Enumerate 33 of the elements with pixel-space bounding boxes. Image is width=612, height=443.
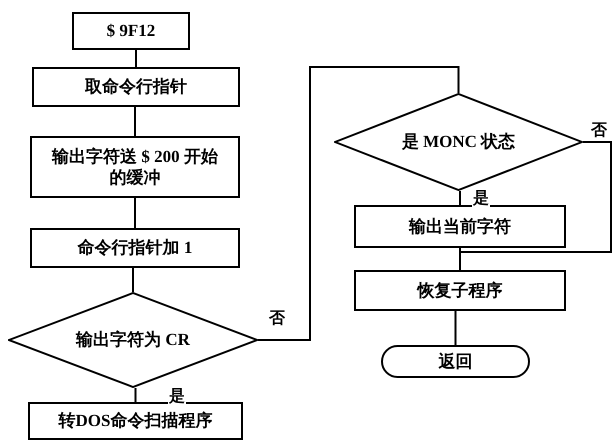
edge-label: 是 [472, 190, 490, 208]
edge-label: 是 [168, 388, 186, 406]
decision-diamond [8, 292, 258, 388]
node-label: 命令行指针加 1 [78, 237, 192, 259]
node-label: 返回 [438, 350, 472, 372]
edge-label: 否 [590, 122, 608, 140]
node-label: 转DOS命令扫描程序 [58, 410, 212, 432]
process-box [72, 12, 190, 50]
process-box [354, 205, 566, 248]
connector-line [134, 198, 136, 228]
process-box [30, 136, 240, 198]
node-label: 是 MONC 状态 [402, 131, 516, 153]
decision-diamond [334, 93, 583, 191]
node-label: 恢复子程序 [418, 280, 502, 302]
connector-line [134, 107, 136, 136]
process-box [30, 228, 240, 268]
node-label: 输出字符为 CR [76, 329, 190, 351]
connector-line [134, 388, 136, 402]
connector-line [132, 268, 134, 292]
connector-line [135, 50, 137, 67]
process-box [28, 402, 243, 440]
terminal-box [381, 345, 530, 378]
connector-line [459, 248, 461, 270]
node-label: 输出当前字符 [409, 216, 511, 238]
process-box [354, 270, 566, 311]
process-box [32, 67, 240, 107]
connector-line [258, 66, 460, 341]
node-label: 输出字符送 $ 200 开始的缓冲 [50, 146, 219, 188]
node-label: $ 9F12 [106, 20, 156, 42]
connector-line [459, 191, 461, 205]
edge-label: 否 [268, 310, 286, 328]
connector-line [454, 311, 456, 345]
node-label: 取命令行指针 [85, 76, 187, 98]
